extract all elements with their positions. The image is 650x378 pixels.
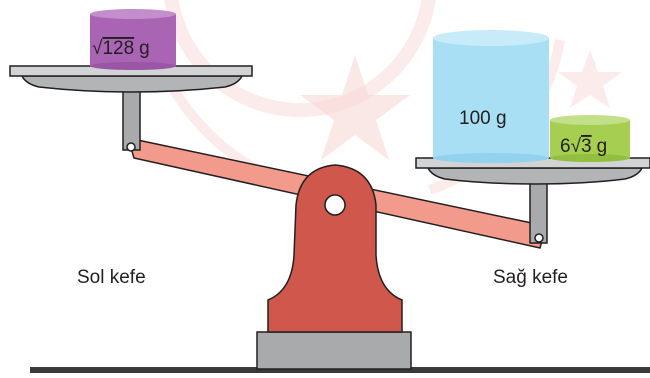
stand-pivot-hole <box>325 195 345 215</box>
left-pivot-pin <box>127 143 135 151</box>
right-pan-rod <box>530 175 547 243</box>
right-pan-label: Sağ kefe <box>493 267 568 288</box>
left-pan-label: Sol kefe <box>77 267 146 288</box>
watermark-ring <box>170 0 430 110</box>
stand-base <box>257 332 411 369</box>
left-unit: g <box>139 38 150 59</box>
right-big-weight-body <box>433 38 549 158</box>
watermark-star-small <box>558 50 622 108</box>
right-big-weight-bottom <box>433 153 549 163</box>
left-pan-dish <box>22 76 242 92</box>
left-weight-bottom <box>90 62 176 70</box>
right-big-weight-label: 100 g <box>459 108 507 129</box>
right-small-weight-top <box>550 115 630 125</box>
left-radicand: 128 <box>102 38 134 59</box>
right-big-weight-top <box>433 30 549 46</box>
sqrt-symbol-left: √ <box>92 38 103 59</box>
right-big-weight: 100 g <box>433 30 549 163</box>
right-unit: g <box>597 136 608 157</box>
right-pivot-pin <box>535 234 543 242</box>
sqrt-symbol-right: √ <box>571 136 582 157</box>
left-weight-top <box>90 9 176 19</box>
right-coefficient: 6 <box>560 136 571 157</box>
right-radicand: 3 <box>581 136 592 157</box>
